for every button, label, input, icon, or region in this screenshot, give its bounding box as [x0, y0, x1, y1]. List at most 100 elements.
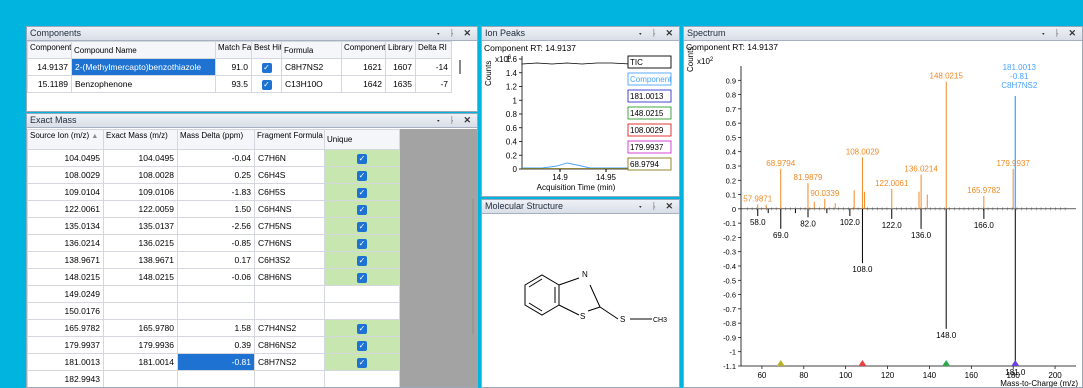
col-fragment-formula[interactable]: Fragment Formula	[254, 129, 325, 150]
legend-item[interactable]: 181.0013	[627, 89, 672, 103]
close-icon[interactable]: ✕	[665, 201, 676, 211]
col-unique[interactable]: Unique	[324, 129, 400, 150]
table-row[interactable]: 182.9943	[27, 370, 400, 387]
y-tick-label: 0.3	[726, 162, 736, 171]
col-delta-ri[interactable]: Delta RI	[415, 41, 452, 59]
pin-icon[interactable]: ᚿ	[1054, 28, 1063, 38]
col-component-ri[interactable]: Component RI	[341, 41, 386, 59]
legend-item[interactable]: Component	[627, 72, 672, 86]
unique-checkbox[interactable]: ✓	[357, 255, 367, 266]
col-library-ri[interactable]: Library RI	[385, 41, 416, 59]
exact-mass-header-row: Source Ion (m/z) ▲ Exact Mass (m/z) Mass…	[27, 129, 400, 150]
target-mz: 181.0013	[1003, 63, 1037, 72]
pin-icon[interactable]: ᚿ	[651, 28, 660, 38]
table-row[interactable]: 149.0249	[27, 285, 400, 303]
table-row[interactable]: 14.9137 2-(Methylmercapto)benzothiazole …	[27, 58, 470, 76]
table-row[interactable]: 150.0176	[27, 302, 400, 320]
unique-checkbox[interactable]: ✓	[357, 340, 367, 351]
table-row[interactable]: 15.1189 Benzophenone 93.5 ✓ C13H10O 1642…	[27, 75, 470, 93]
legend-item[interactable]: 68.9794	[627, 157, 672, 171]
cell-exact-mass: 135.0137	[103, 217, 178, 235]
unique-checkbox[interactable]: ✓	[357, 272, 367, 283]
tic-trace	[521, 62, 631, 65]
peak-marker-icon[interactable]	[1011, 360, 1020, 366]
svg-text:148.0215: 148.0215	[630, 109, 664, 118]
col-component-rt[interactable]: Component RT	[27, 41, 72, 59]
exact-mass-title-bar: Exact Mass ▾ ᚿ ✕	[27, 114, 477, 128]
cell-source-ion: 104.0495	[27, 149, 104, 167]
peak-label: 58.0	[750, 218, 766, 227]
unique-checkbox[interactable]: ✓	[357, 187, 367, 198]
unique-checkbox[interactable]: ✓	[357, 238, 367, 249]
dropdown-icon[interactable]: ▾	[637, 201, 647, 211]
cell-fragment-formula: C6H5S	[254, 183, 325, 201]
scrollbar[interactable]	[459, 60, 461, 74]
col-formula[interactable]: Formula	[281, 41, 342, 59]
unique-checkbox[interactable]: ✓	[357, 204, 367, 215]
dropdown-icon[interactable]: ▾	[1040, 28, 1050, 38]
peak-marker-icon[interactable]	[776, 360, 785, 366]
col-mass-delta[interactable]: Mass Delta (ppm)	[177, 129, 255, 150]
y-tick-label: -0.4	[723, 262, 736, 271]
col-match-factor[interactable]: Match Factor	[215, 41, 252, 59]
ion-peaks-ylabel: Counts	[484, 61, 493, 86]
ion-peaks-xlabel: Acquisition Time (min)	[537, 183, 616, 192]
close-icon[interactable]: ✕	[463, 115, 474, 125]
atom-ch3: CH3	[653, 317, 667, 324]
peak-label: 165.9782	[967, 186, 1001, 195]
peak-label: 148.0	[936, 331, 957, 340]
col-compound-name[interactable]: Compound Name	[71, 41, 216, 59]
close-icon[interactable]: ✕	[665, 28, 676, 38]
pin-icon[interactable]: ᚿ	[651, 201, 660, 211]
unique-checkbox[interactable]: ✓	[357, 357, 367, 368]
dropdown-icon[interactable]: ▾	[637, 28, 647, 38]
unique-checkbox[interactable]: ✓	[357, 170, 367, 181]
ion-peaks-legend: TIC Component 181.0013 148.0215 108.0029 179.…	[627, 55, 672, 171]
cell-mass-delta	[177, 302, 255, 320]
dropdown-icon[interactable]: ▾	[435, 28, 445, 38]
cell-fragment-formula: C8H6NS2	[254, 336, 325, 354]
legend-item[interactable]: 148.0215	[627, 106, 672, 120]
col-source-ion[interactable]: Source Ion (m/z) ▲	[27, 129, 104, 150]
legend-item[interactable]: 108.0029	[627, 123, 672, 137]
unique-checkbox[interactable]: ✓	[357, 323, 367, 334]
peak-marker-icon[interactable]	[858, 360, 867, 366]
peak-label: 108.0029	[846, 147, 880, 156]
ion-peaks-chart[interactable]: Component RT: 14.9137 Counts x106 1.61.4…	[482, 42, 679, 197]
cell-fragment-formula	[254, 285, 325, 303]
legend-item[interactable]: TIC	[627, 55, 672, 69]
svg-text:1.6: 1.6	[506, 55, 518, 64]
best-hit-checkbox[interactable]: ✓	[261, 62, 272, 73]
legend-item[interactable]: 179.9937	[627, 140, 672, 154]
unique-checkbox[interactable]: ✓	[357, 153, 367, 164]
cell-source-ion: 135.0134	[27, 217, 104, 235]
close-icon[interactable]: ✕	[1068, 28, 1079, 38]
close-icon[interactable]: ✕	[463, 28, 474, 38]
peak-marker-icon[interactable]	[942, 360, 951, 366]
col-exact-mass[interactable]: Exact Mass (m/z)	[103, 129, 178, 150]
svg-text:179.9937: 179.9937	[630, 143, 664, 152]
scrollbar[interactable]	[472, 199, 474, 334]
unique-checkbox[interactable]: ✓	[357, 221, 367, 232]
col-best-hit[interactable]: Best Hit	[251, 41, 282, 59]
spectrum-chart[interactable]: Component RT: 14.9137 Counts x102 0.90.8…	[684, 42, 1082, 388]
pin-icon[interactable]: ᚿ	[449, 28, 458, 38]
best-hit-checkbox[interactable]: ✓	[261, 79, 272, 90]
ion-peaks-title-bar: Ion Peaks ▾ ᚿ ✕	[482, 27, 679, 41]
dropdown-icon[interactable]: ▾	[435, 115, 445, 125]
pin-icon[interactable]: ᚿ	[449, 115, 458, 125]
peak-label: 166.0	[974, 221, 995, 230]
x-tick-label: 140	[923, 371, 937, 380]
